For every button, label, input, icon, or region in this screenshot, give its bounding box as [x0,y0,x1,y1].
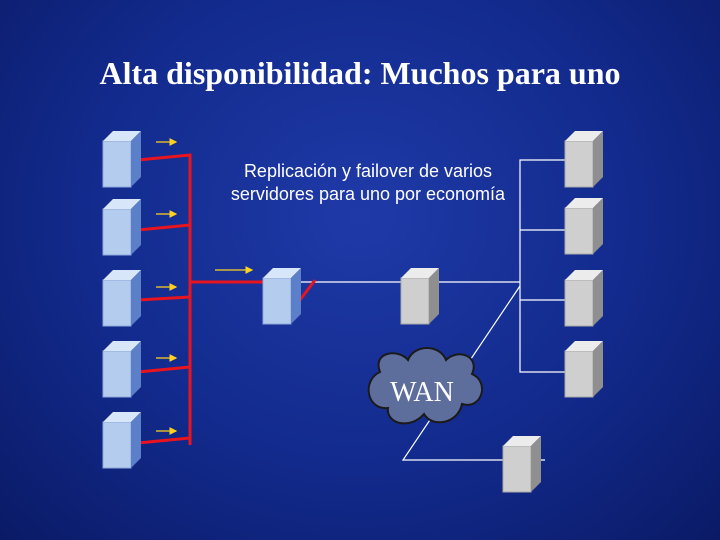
gray-server-icon [564,131,603,188]
replication-lines [137,153,317,445]
gray-server-icon [564,198,603,255]
blue-server-icon [102,199,141,256]
blue-server-icon [102,131,141,188]
slide-title: Alta disponibilidad: Muchos para uno [99,55,621,91]
network-lines [300,159,600,461]
blue-server-icon [102,412,141,469]
blue-server-icon [262,268,301,325]
gray-server-icon [564,341,603,398]
gray-server-icon [502,436,541,493]
wan-label: WAN [390,377,454,408]
remote-servers [400,131,603,493]
replication-arrows [156,138,254,435]
diagram-caption: Replicación y failover de varios servido… [230,161,506,204]
source-servers [102,131,141,469]
gray-server-icon [400,268,439,325]
blue-server-icon [102,341,141,398]
gray-server-icon [564,270,603,327]
blue-server-icon [102,270,141,327]
cloud-icon [367,347,483,425]
